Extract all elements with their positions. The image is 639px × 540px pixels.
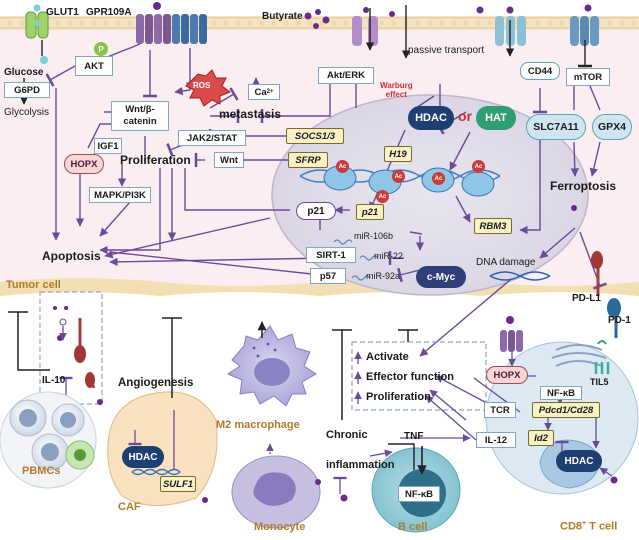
- socs-box: SOCS1/3: [286, 128, 344, 144]
- calcium-text: Ca: [254, 86, 267, 98]
- apoptosis-label: Apoptosis: [42, 249, 101, 263]
- ros-burst: [185, 69, 232, 107]
- p57-box: p57: [310, 268, 346, 284]
- calcium-sup: 2+: [266, 89, 274, 95]
- mir22-label: miR-22: [374, 251, 404, 261]
- dna-damage-label: DNA damage: [476, 257, 536, 268]
- cd44-box: CD44: [520, 62, 560, 80]
- hdac-pill: HDAC: [408, 106, 454, 130]
- glycolysis-label: Glycolysis: [4, 107, 50, 118]
- id2-box: Id2: [528, 430, 554, 446]
- il10-label: IL-10: [42, 375, 66, 386]
- butyrate-molecules: [99, 4, 592, 64]
- ac-badge: Ac: [432, 172, 445, 185]
- golgi: [551, 344, 607, 367]
- mtor-box: mTOR: [566, 68, 610, 86]
- ac-badge: Ac: [392, 170, 405, 183]
- akt-erk-box: Akt/ERK: [318, 67, 374, 84]
- dna-damage-strand: [489, 271, 551, 281]
- pd1-label: PD-1: [608, 315, 631, 326]
- hopx-pill: HOPX: [64, 154, 104, 174]
- cd8-sup: +: [582, 520, 587, 527]
- tnf-label: TNF: [404, 431, 424, 442]
- b-cell-nfkb-box: NF-κB: [398, 486, 440, 502]
- p21-gene-box: p21: [356, 204, 384, 220]
- activate-label: Activate: [366, 351, 409, 363]
- igf1-box: IGF1: [94, 138, 122, 154]
- t-cell-nfkb-box: NF-κB: [540, 386, 582, 400]
- caf-hdac-pill: HDAC: [122, 446, 164, 468]
- ac-badge: Ac: [336, 160, 349, 173]
- gpx4-pill: GPX4: [592, 114, 632, 140]
- g6pd-box: G6PD: [4, 82, 50, 98]
- sulf1-box: SULF1: [160, 476, 196, 492]
- t-cell-hopx-pill: HOPX: [486, 366, 528, 384]
- proliferation-label: Proliferation: [120, 153, 191, 167]
- warburg-label: Warburg effect: [380, 81, 413, 100]
- t-cell-hdac-pill: HDAC: [556, 450, 602, 472]
- caf-label: CAF: [118, 501, 141, 513]
- p21-protein-pill: p21: [296, 202, 336, 220]
- pbmcs-label: PBMCs: [22, 465, 61, 477]
- receptor-blue: [172, 14, 207, 44]
- sirt1-box: SIRT-1: [306, 247, 356, 263]
- warburg-line1: Warburg: [380, 81, 413, 90]
- h19-box: H19: [384, 146, 412, 162]
- til5-label: TIL5: [590, 377, 609, 387]
- mapk-pi3k-box: MAPK/PI3K: [89, 187, 151, 203]
- or-label: or: [458, 108, 472, 124]
- butyrate-label: Butyrate: [262, 11, 303, 22]
- pdcd-cd28-box: Pdcd1/Cd28: [532, 402, 600, 418]
- wnt-catenin-box: Wnt/β- catenin: [111, 101, 169, 131]
- il12-box: IL-12: [476, 432, 516, 448]
- chronic-label-2: inflammation: [326, 459, 395, 471]
- m2-macrophage-label: M2 macrophage: [216, 419, 300, 431]
- rbm3-box: RBM3: [474, 218, 512, 234]
- tme-proliferation-label: Proliferation: [366, 391, 431, 403]
- chronic-label-1: Chronic: [326, 429, 368, 441]
- mir106b-label: miR-106b: [354, 231, 394, 241]
- phospho-badge: P: [94, 42, 108, 56]
- t-cell-receptor: [500, 316, 523, 352]
- ferroptosis-label: Ferroptosis: [550, 179, 617, 193]
- cmyc-pill: c-Myc: [416, 266, 466, 288]
- hat-pill: HAT: [476, 106, 516, 130]
- tumor-cell-label: Tumor cell: [6, 279, 61, 291]
- cd8-rest: T cell: [586, 520, 618, 533]
- warburg-line2: effect: [385, 89, 407, 99]
- nucleus: [271, 94, 589, 296]
- effector-label: Effector function: [366, 371, 454, 383]
- slc7a11-pill: SLC7A11: [526, 114, 586, 140]
- jak2-stat-box: JAK2/STAT: [178, 130, 246, 146]
- cd8-main: CD8: [560, 520, 583, 533]
- ros-label: ROS: [193, 81, 211, 90]
- mir92a-label: miR-92a: [366, 271, 401, 281]
- glucose-label: Glucose: [4, 67, 44, 78]
- metastasis-label: metastasis: [219, 107, 282, 121]
- angiogenesis-label: Angiogenesis: [118, 377, 194, 389]
- passive-transport-label: passive transport: [408, 45, 485, 56]
- wnt-catenin-line1: Wnt/β-: [125, 104, 155, 116]
- ac-badge: Ac: [472, 160, 485, 173]
- wnt-box: Wnt: [214, 152, 244, 168]
- b-cell-label: B cell: [398, 521, 428, 533]
- akt-box: AKT: [75, 56, 113, 76]
- glut1-transporter: [25, 4, 49, 64]
- gpr109a-receptor: [136, 2, 171, 44]
- pdl1-label: PD-L1: [572, 293, 601, 304]
- mct-channel: [495, 16, 526, 46]
- glut1-label: GLUT1: [46, 7, 79, 18]
- gpr109a-label: GPR109A: [86, 7, 132, 18]
- tcr-box: TCR: [484, 402, 516, 418]
- sfrp-box: SFRP: [288, 152, 328, 168]
- mtor-receptor: [570, 16, 599, 46]
- nucleosomes: [323, 165, 495, 197]
- wnt-catenin-line2: catenin: [123, 116, 157, 127]
- ac-badge: Ac: [376, 190, 389, 203]
- monocyte-label: Monocyte: [254, 521, 306, 533]
- cd8-t-cell-label: CD8+ T cell: [560, 520, 617, 533]
